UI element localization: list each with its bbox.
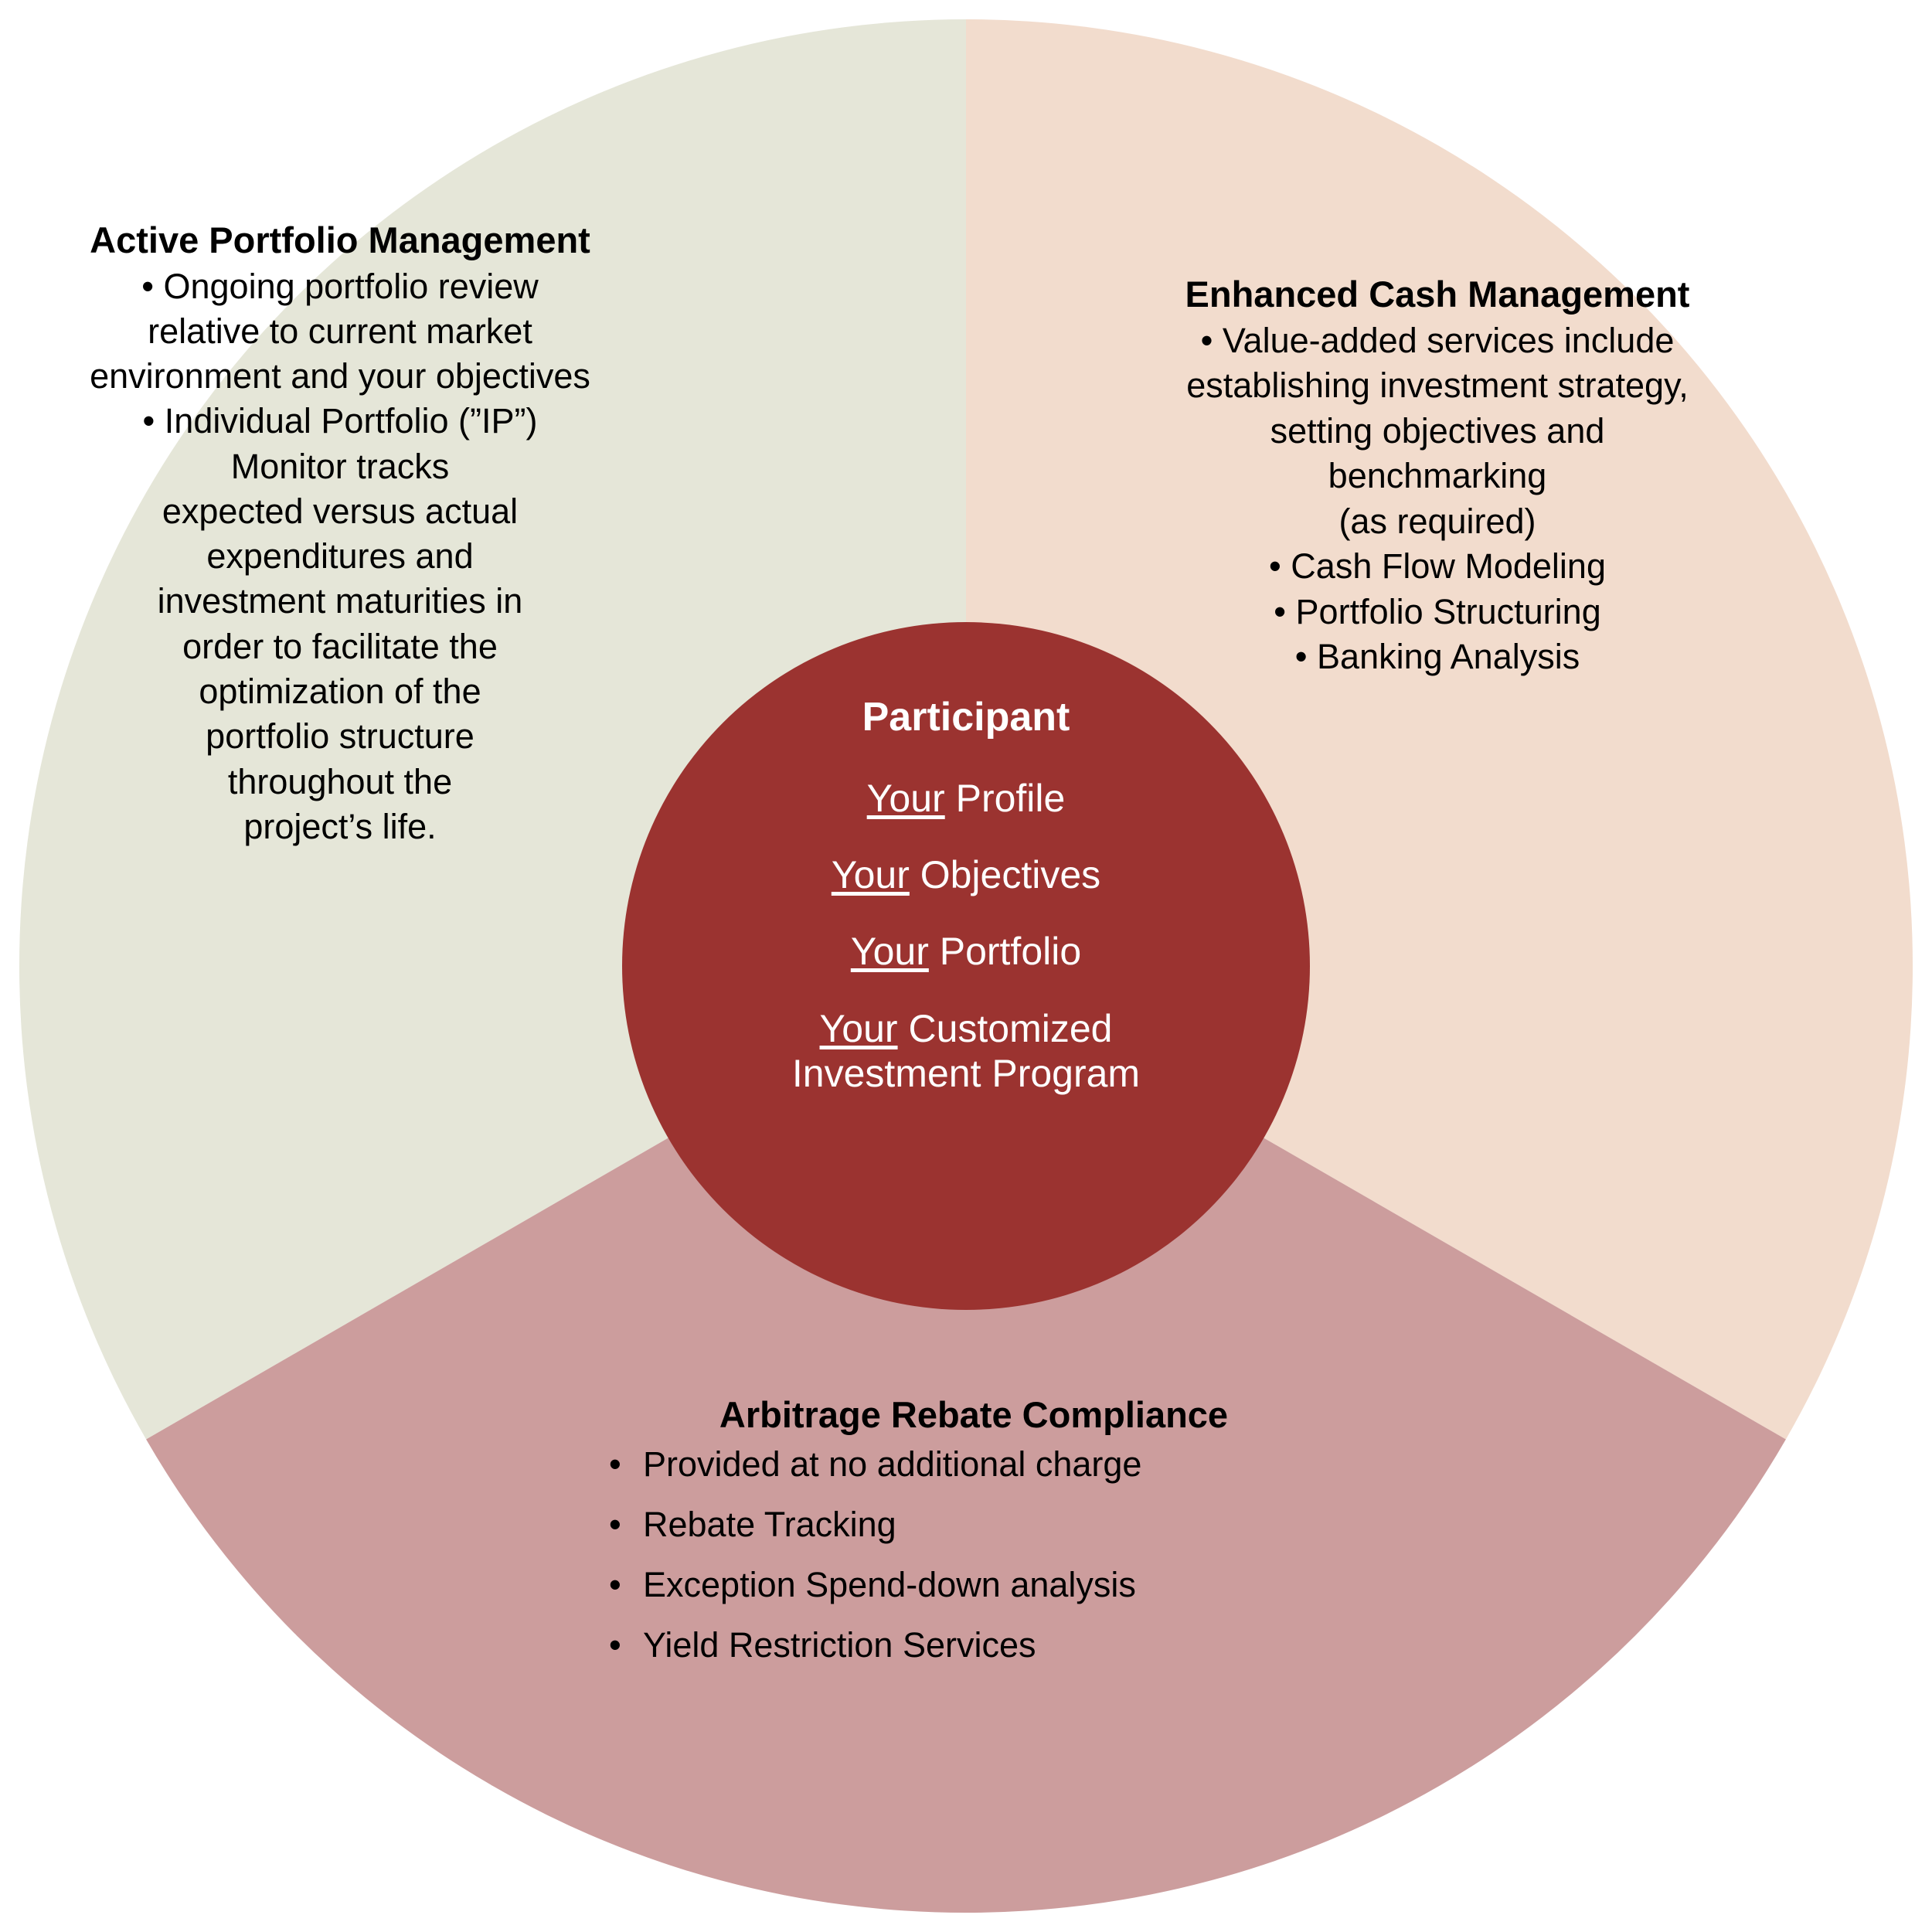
hub-line-rest: Portfolio bbox=[928, 930, 1082, 974]
list-item: Yield Restriction Services bbox=[603, 1628, 1345, 1662]
panel-title-arbitrage: Arbitrage Rebate Compliance bbox=[719, 1394, 1229, 1435]
list-item: optimization of the bbox=[199, 672, 481, 712]
list-arbitrage-rebate-compliance: Provided at no additional charge Rebate … bbox=[603, 1447, 1345, 1662]
hub-line-rest: Objectives bbox=[909, 853, 1101, 897]
participant-hub: Participant Your Profile Your Objectives… bbox=[622, 622, 1310, 1310]
hub-line-rest: Profile bbox=[944, 777, 1066, 821]
list-item: • Portfolio Structuring bbox=[1274, 591, 1601, 631]
panel-arbitrage-rebate-compliance: Arbitrage Rebate Compliance Provided at … bbox=[603, 1394, 1345, 1688]
list-item: • Cash Flow Modeling bbox=[1269, 546, 1606, 587]
hub-emphasis-your: Your bbox=[866, 777, 945, 821]
hub-line-objectives: Your Objectives bbox=[832, 853, 1100, 897]
list-item: • Value-added services include bbox=[1200, 320, 1675, 360]
list-item: • Banking Analysis bbox=[1294, 637, 1580, 677]
hub-line-last: Investment Program bbox=[791, 1052, 1141, 1096]
list-item: • Ongoing portfolio review bbox=[141, 266, 539, 306]
hub-line-customized-investment-program: Your Customized Investment Program bbox=[792, 1006, 1140, 1096]
panel-enhanced-cash-management: Enhanced Cash Management • Value-added s… bbox=[1028, 274, 1847, 680]
list-item: Rebate Tracking bbox=[603, 1507, 1345, 1542]
center-hub-circle bbox=[622, 622, 1310, 1310]
list-item: investment maturities in bbox=[157, 581, 523, 621]
list-item: • Individual Portfolio (”IP”) bbox=[142, 401, 538, 441]
list-item: expected versus actual bbox=[162, 491, 519, 531]
list-item: project’s life. bbox=[243, 806, 437, 846]
hub-emphasis-your: Your bbox=[831, 853, 910, 897]
sublist-enhanced-cash-management: • Cash Flow Modeling • Portfolio Structu… bbox=[1028, 544, 1847, 680]
list-item: expenditures and bbox=[206, 536, 474, 577]
list-item: establishing investment strategy, bbox=[1186, 366, 1689, 406]
hub-line-rest: Customized bbox=[897, 1007, 1113, 1051]
hub-line-portfolio: Your Portfolio bbox=[851, 930, 1081, 974]
hub-line-profile: Your Profile bbox=[867, 777, 1066, 821]
list-item: setting objectives and bbox=[1270, 410, 1605, 451]
panel-active-portfolio-management: Active Portfolio Management • Ongoing po… bbox=[46, 219, 634, 849]
panel-title-cash: Enhanced Cash Management bbox=[1185, 274, 1690, 315]
list-item: portfolio structure bbox=[206, 716, 474, 757]
list-item: order to facilitate the bbox=[182, 626, 498, 666]
list-item: relative to current market bbox=[148, 311, 532, 351]
hub-emphasis-your: Your bbox=[850, 930, 929, 974]
list-item: benchmarking bbox=[1328, 456, 1547, 496]
panel-title-active: Active Portfolio Management bbox=[90, 219, 590, 260]
list-item: Provided at no additional charge bbox=[603, 1447, 1345, 1481]
list-item: throughout the bbox=[227, 761, 453, 801]
list-item: Exception Spend-down analysis bbox=[603, 1567, 1345, 1602]
list-enhanced-cash-management: • Value-added services include establish… bbox=[1028, 318, 1847, 545]
hub-emphasis-your: Your bbox=[819, 1007, 898, 1051]
list-item: Monitor tracks bbox=[230, 446, 450, 486]
list-active-portfolio-management: • Ongoing portfolio review relative to c… bbox=[46, 264, 634, 849]
list-item: (as required) bbox=[1338, 501, 1536, 541]
hub-title: Participant bbox=[862, 695, 1070, 740]
list-item: environment and your objectives bbox=[90, 356, 590, 396]
sector-arbitrage-rebate-compliance bbox=[146, 966, 1786, 1913]
